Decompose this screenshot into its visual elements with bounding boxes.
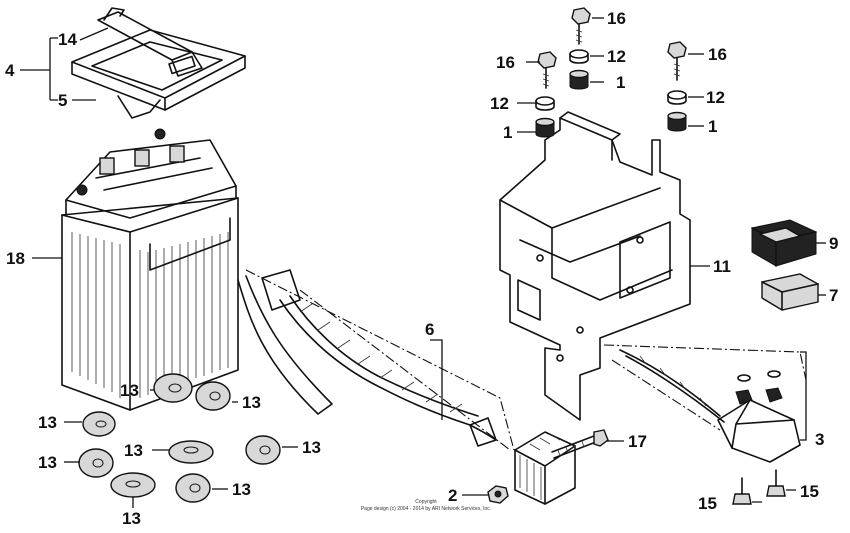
grommet-1c: [569, 69, 589, 90]
bolt-16c: [667, 41, 687, 81]
callout-labels: 4 14 5 18 16 12 1 16 12 1 16 12 1 9 11 7…: [5, 9, 838, 528]
bolt-16a: [571, 7, 591, 45]
callout-17: 17: [628, 432, 647, 451]
callout-12b: 12: [490, 94, 509, 113]
wire-harness: [261, 269, 497, 447]
callout-18: 18: [6, 249, 25, 268]
callout-13g: 13: [122, 509, 141, 528]
battery: [61, 128, 333, 415]
bolt-15a: [732, 477, 752, 505]
grommet-13-3: [82, 411, 116, 437]
callout-7: 7: [829, 286, 838, 305]
callout-1c: 1: [616, 73, 625, 92]
starter-relay: [751, 219, 817, 267]
grommet-13-8: [175, 473, 211, 503]
callout-15a: 15: [698, 494, 717, 513]
callout-2: 2: [448, 486, 457, 505]
callout-13c: 13: [38, 413, 57, 432]
grommet-13-7: [110, 472, 156, 498]
rectifier-block: [514, 431, 576, 505]
copyright-notice: Copyright Page design (c) 2004 - 2014 by…: [361, 499, 491, 512]
callout-4: 4: [5, 61, 15, 80]
copyright-line-2: Page design (c) 2004 - 2014 by ARI Netwo…: [361, 506, 491, 512]
callout-13a: 13: [120, 381, 139, 400]
callout-13b: 13: [242, 393, 261, 412]
grommet-13-4: [168, 440, 214, 464]
callout-15b: 15: [800, 482, 819, 501]
callout-13e: 13: [302, 438, 321, 457]
bolt-15b: [766, 469, 786, 497]
callout-9: 9: [829, 234, 838, 253]
leader-lines: [20, 17, 826, 508]
callout-14: 14: [58, 30, 77, 49]
callout-1b: 1: [708, 117, 717, 136]
callout-12c: 12: [706, 88, 725, 107]
battery-cover: [71, 29, 246, 119]
washer-12c: [667, 90, 687, 105]
callout-16c: 16: [708, 45, 727, 64]
grommet-13-5: [245, 435, 281, 465]
grommet-1a: [535, 117, 555, 138]
grommet-13-6: [78, 448, 114, 478]
bolt-17: [551, 429, 609, 459]
assembly-dashes: [245, 269, 807, 451]
rectifier-assembly: [619, 349, 801, 463]
callout-13d: 13: [124, 441, 143, 460]
grommet-13-2: [195, 381, 231, 411]
nut: [487, 485, 509, 504]
callout-13h: 13: [232, 480, 251, 499]
bolt-16b: [537, 51, 557, 89]
callout-6: 6: [425, 320, 434, 339]
grommet-1b: [667, 111, 687, 132]
callout-11: 11: [713, 257, 731, 276]
relay-cover: [761, 273, 819, 311]
washer-12a: [569, 49, 589, 64]
callout-3: 3: [815, 430, 824, 449]
callout-1a: 1: [503, 123, 512, 142]
callout-12a: 12: [607, 47, 626, 66]
callout-16b: 16: [496, 53, 515, 72]
callout-16a: 16: [607, 9, 626, 28]
battery-strap: [97, 7, 203, 77]
callout-5: 5: [58, 91, 67, 110]
callout-13f: 13: [38, 453, 57, 472]
copyright-line-1: Copyright: [415, 499, 437, 505]
grommet-13-1: [153, 373, 193, 403]
battery-box: [499, 111, 691, 421]
washer-12b: [535, 96, 555, 111]
